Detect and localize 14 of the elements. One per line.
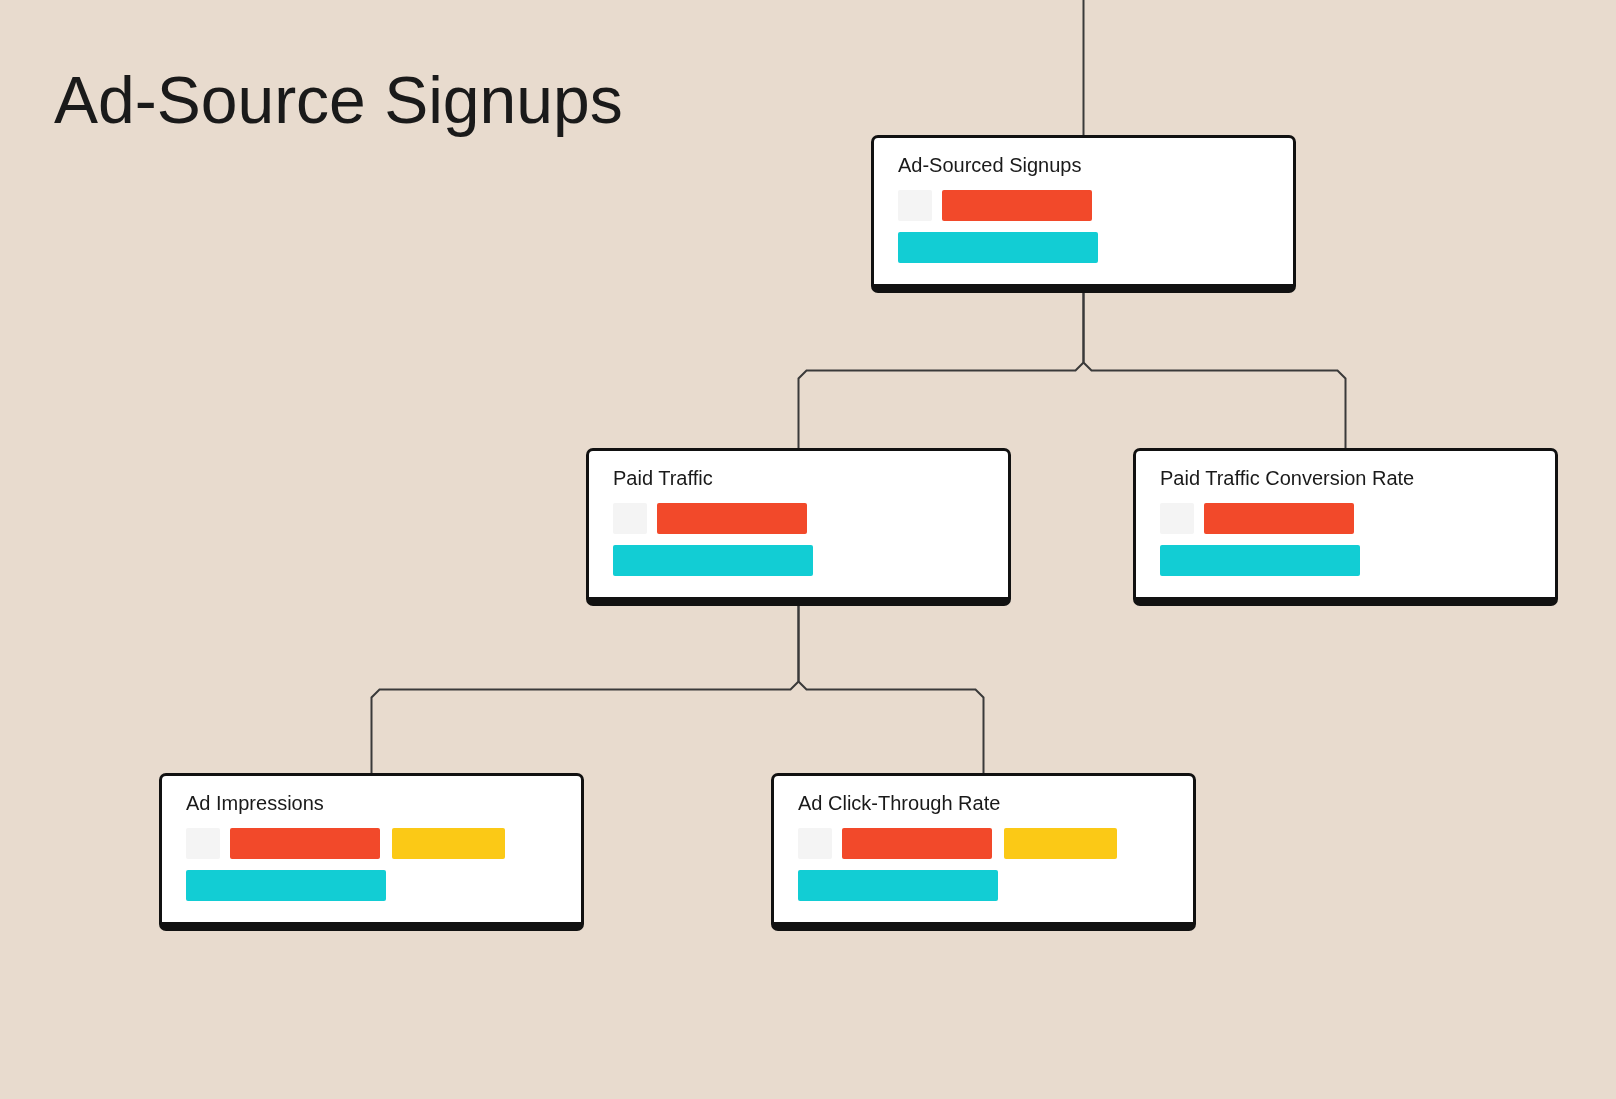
card-title: Ad Click-Through Rate xyxy=(798,792,1001,815)
metric-card xyxy=(586,448,1011,606)
diagram-title: Ad-Source Signups xyxy=(54,62,623,138)
card-title: Paid Traffic xyxy=(613,467,713,490)
connector-line xyxy=(1082,0,1085,136)
metric-card xyxy=(771,773,1196,931)
card-title: Ad-Sourced Signups xyxy=(898,154,1082,177)
metric-card xyxy=(871,135,1296,293)
metric-card xyxy=(159,773,584,931)
metric-card xyxy=(1133,448,1558,606)
card-title: Ad Impressions xyxy=(186,792,324,815)
connector-line xyxy=(797,605,985,774)
connector-line xyxy=(1082,292,1347,449)
card-title: Paid Traffic Conversion Rate xyxy=(1160,467,1415,490)
